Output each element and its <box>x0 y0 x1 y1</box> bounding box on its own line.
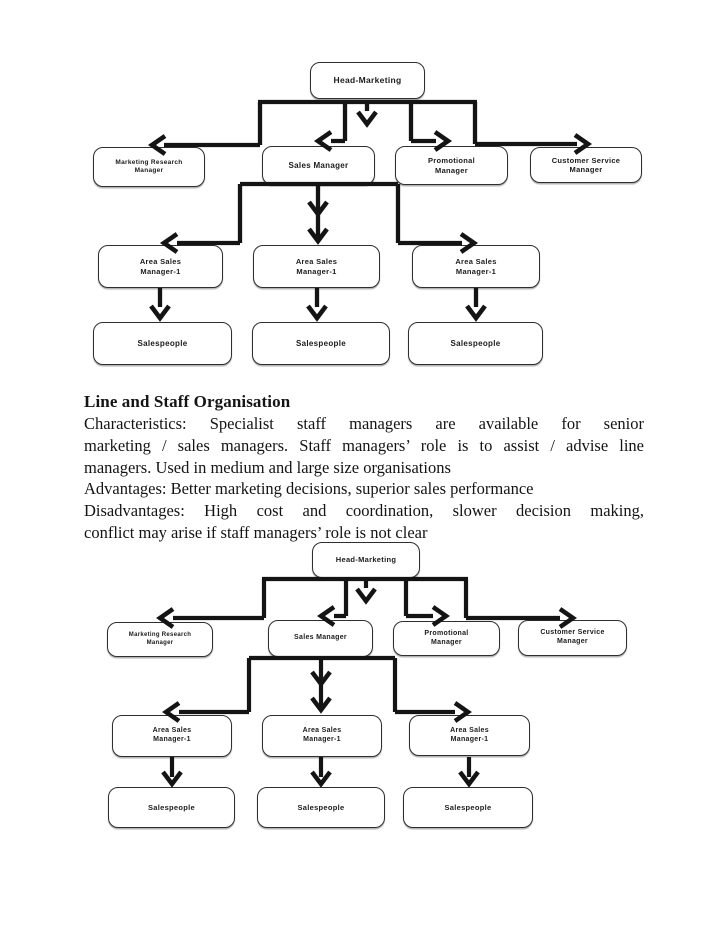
org-node-marketing-research-manager: Marketing Research Manager <box>93 147 205 187</box>
org-node-customer-service-manager: Customer Service Manager <box>518 620 627 656</box>
section-text-line: managers. Used in medium and large size … <box>84 457 451 477</box>
org-node-salespeople-3: Salespeople <box>403 787 533 828</box>
section-text-line: conflict may arise if staff managers’ ro… <box>84 522 428 542</box>
org-node-marketing-research-manager: Marketing Research Manager <box>107 622 213 657</box>
org-node-head-marketing: Head-Marketing <box>312 542 420 578</box>
org-node-customer-service-manager: Customer Service Manager <box>530 147 642 183</box>
section-text-line: Disadvantages: High cost and coordinatio… <box>84 501 644 521</box>
org-node-area-sales-manager-2: Area Sales Manager-1 <box>262 715 382 757</box>
org-node-salespeople-1: Salespeople <box>93 322 232 365</box>
section-heading: Line and Staff Organisation <box>84 392 291 411</box>
org-node-area-sales-manager-3: Area Sales Manager-1 <box>412 245 540 288</box>
org-node-salespeople-2: Salespeople <box>252 322 390 365</box>
org-node-salespeople-1: Salespeople <box>108 787 235 828</box>
line-and-staff-section: Line and Staff Organisation Characterist… <box>84 391 644 544</box>
section-text-line: Characteristics: Specialist staff manage… <box>84 414 644 433</box>
org-node-sales-manager: Sales Manager <box>268 620 373 657</box>
org-node-head-marketing: Head-Marketing <box>310 62 425 99</box>
org-node-salespeople-2: Salespeople <box>257 787 385 828</box>
section-text-line: Advantages: Better marketing decisions, … <box>84 479 534 499</box>
section-text-line: marketing / sales managers. Staff manage… <box>84 435 644 455</box>
org-node-salespeople-3: Salespeople <box>408 322 543 365</box>
org-node-sales-manager: Sales Manager <box>262 146 375 185</box>
org-node-area-sales-manager-3: Area Sales Manager-1 <box>409 715 530 756</box>
org-node-promotional-manager: Promotional Manager <box>395 146 508 185</box>
org-node-area-sales-manager-1: Area Sales Manager-1 <box>98 245 223 288</box>
org-node-promotional-manager: Promotional Manager <box>393 621 500 656</box>
org-node-area-sales-manager-1: Area Sales Manager-1 <box>112 715 232 757</box>
org-node-area-sales-manager-2: Area Sales Manager-1 <box>253 245 380 288</box>
